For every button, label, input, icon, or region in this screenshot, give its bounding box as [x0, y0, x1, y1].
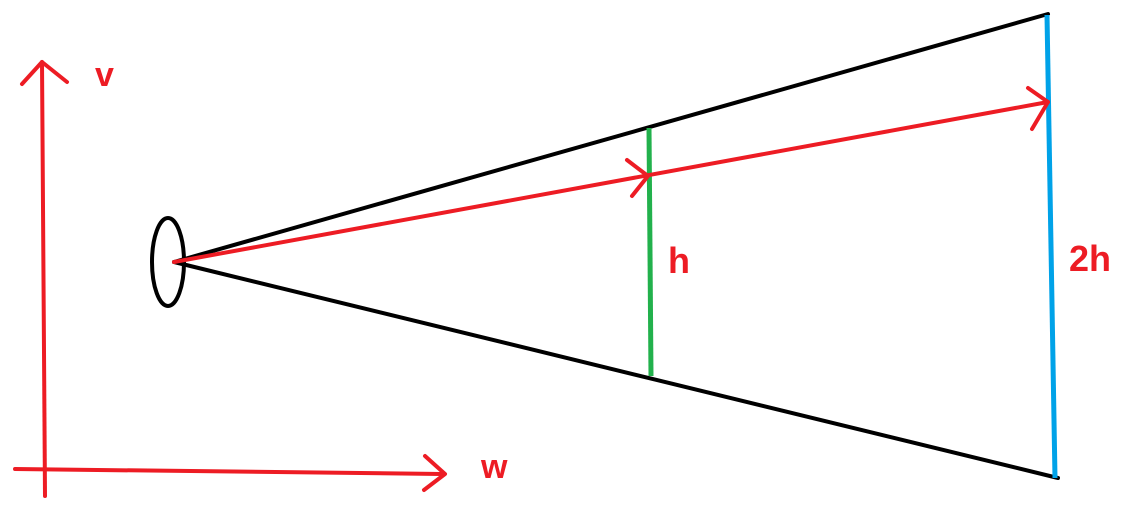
frustum-bottom-edge — [172, 260, 1060, 480]
v-axis-arrowhead — [20, 60, 69, 86]
w-axis-label: w — [481, 448, 508, 486]
w-axis-line — [13, 467, 444, 476]
view-ray-near-arrowhead — [625, 158, 650, 198]
near-height-label: h — [668, 240, 690, 281]
near-plane-line — [646, 127, 654, 377]
far-plane-line — [1044, 14, 1058, 479]
axes — [13, 60, 447, 498]
v-axis-label: v — [95, 56, 114, 94]
view-ray-far-arrowhead — [1026, 86, 1050, 131]
w-axis-arrowhead — [422, 454, 447, 492]
view-ray — [172, 86, 1050, 264]
far-height-label: 2h — [1069, 238, 1112, 279]
v-axis-line — [40, 60, 47, 498]
frustum-top-edge — [172, 12, 1050, 264]
frustum-edges — [172, 12, 1060, 480]
view-ray-line — [172, 100, 1050, 264]
